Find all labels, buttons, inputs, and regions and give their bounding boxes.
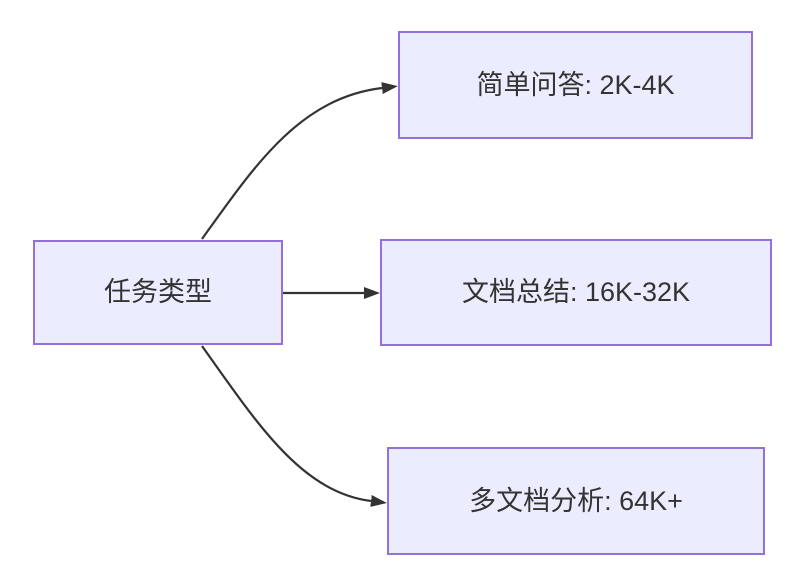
node-multi-doc: 多文档分析: 64K+ [387, 447, 765, 555]
node-simple-qa-label: 简单问答: 2K-4K [476, 69, 675, 100]
node-doc-summary: 文档总结: 16K-32K [380, 239, 772, 346]
edge-task-type-to-multi-doc [201, 345, 387, 507]
node-simple-qa: 简单问答: 2K-4K [398, 31, 753, 139]
node-doc-summary-label: 文档总结: 16K-32K [461, 277, 691, 308]
node-task-type-label: 任务类型 [104, 277, 212, 308]
node-multi-doc-label: 多文档分析: 64K+ [469, 485, 683, 516]
edge-task-type-to-simple-qa [201, 82, 398, 240]
node-task-type: 任务类型 [33, 240, 283, 345]
